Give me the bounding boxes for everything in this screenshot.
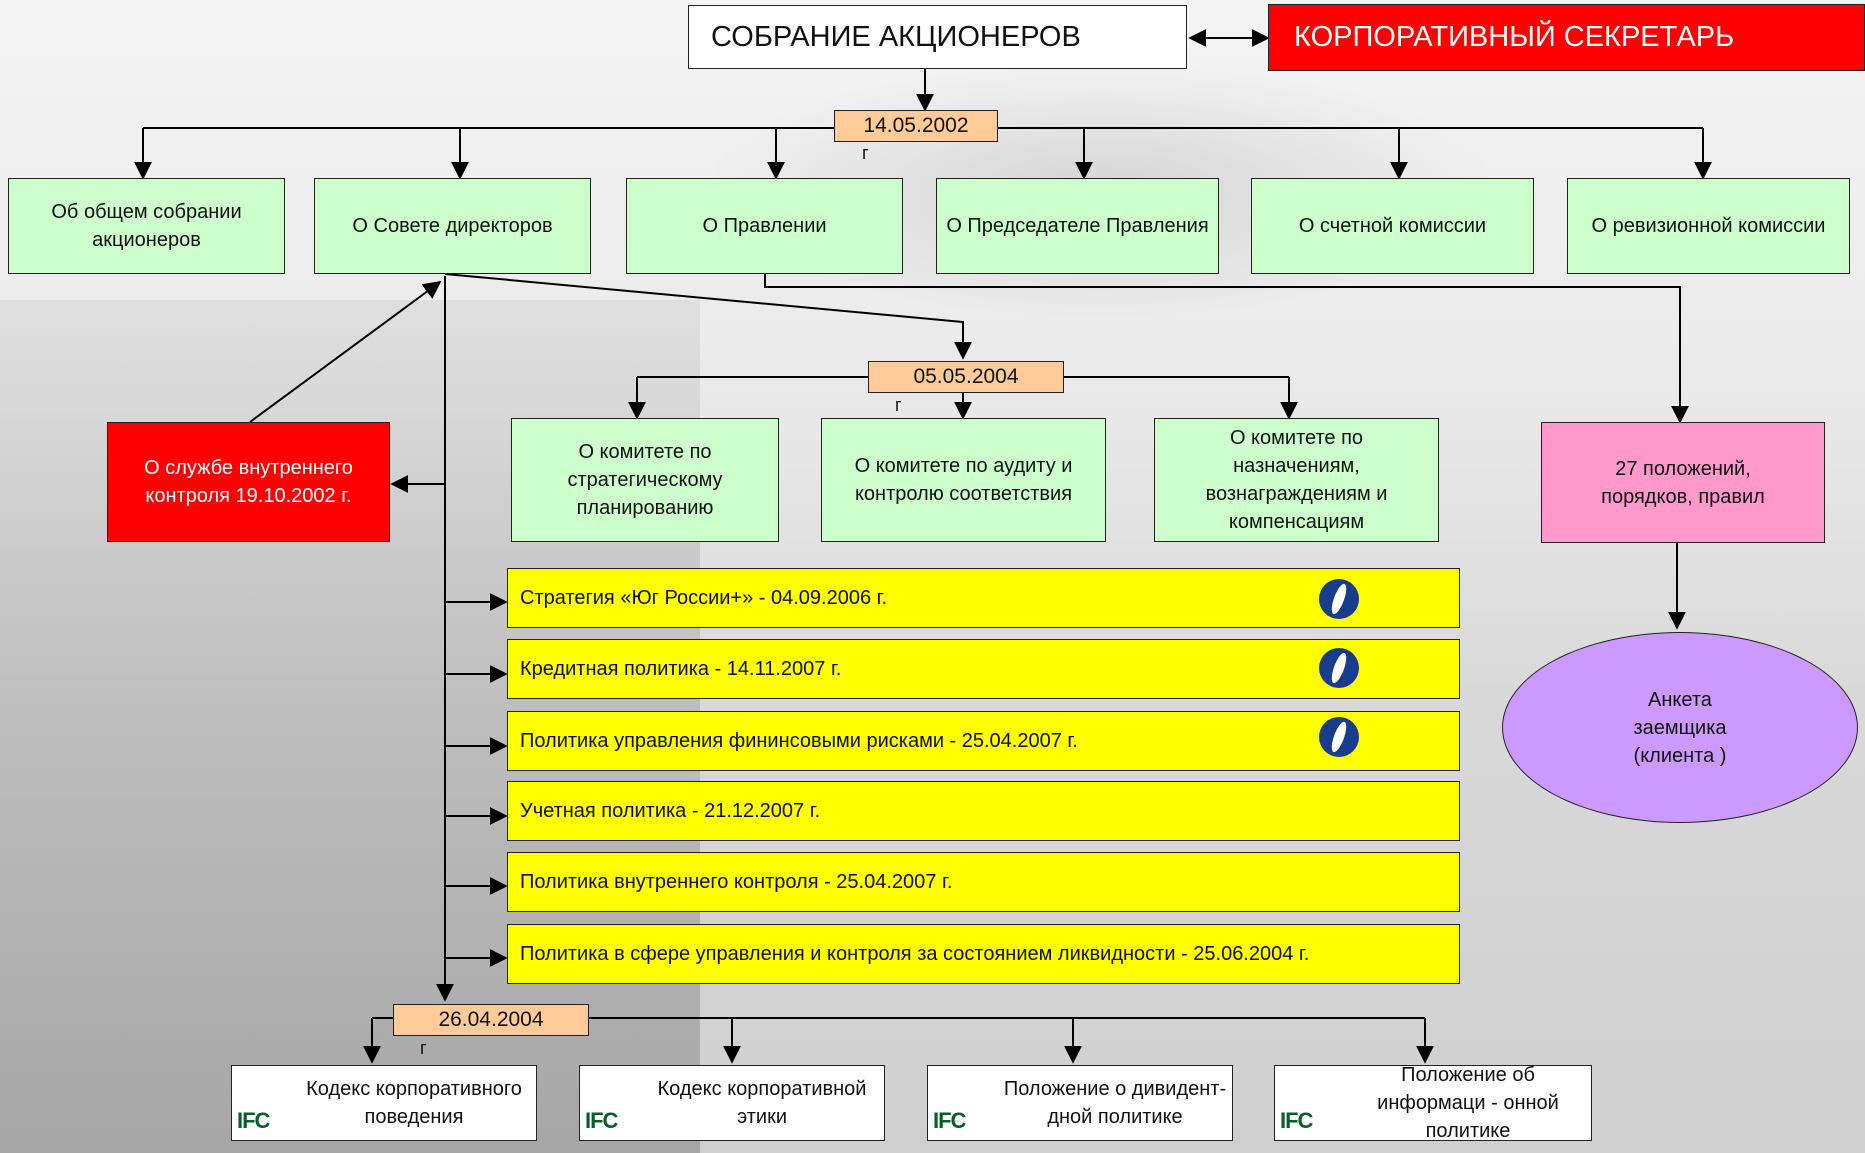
date-suffix: г bbox=[420, 1038, 427, 1058]
regulation-chairman: О Председателе Правления bbox=[936, 178, 1219, 274]
ebrd-logo-icon bbox=[1319, 648, 1359, 688]
date-label-2002: 14.05.2002 bbox=[834, 110, 998, 142]
regulation-dividend-policy: Положение о дивидент-дной политике bbox=[927, 1065, 1233, 1141]
policy-strategy: Стратегия «Юг России+» - 04.09.2006 г. bbox=[507, 568, 1460, 628]
ifc-logo-icon: IFC bbox=[237, 1108, 270, 1133]
date-label-2004-committees: 05.05.2004 bbox=[868, 361, 1064, 393]
corporate-secretary-box: КОРПОРАТИВНЫЙ СЕКРЕТАРЬ bbox=[1268, 4, 1865, 71]
shareholders-meeting-box: СОБРАНИЕ АКЦИОНЕРОВ bbox=[688, 5, 1187, 69]
regulation-shareholders-meeting: Об общем собрании акционеров bbox=[8, 178, 285, 274]
committee-audit: О комитете по аудиту и контролю соответс… bbox=[821, 418, 1106, 542]
borrower-questionnaire-ellipse: Анкета заемщика (клиента ) bbox=[1502, 632, 1858, 823]
policy-credit: Кредитная политика - 14.11.2007 г. bbox=[507, 639, 1460, 699]
committee-strategic-planning: О комитете по стратегическому планирован… bbox=[511, 418, 779, 542]
code-corporate-conduct: Кодекс корпоративного поведения bbox=[231, 1065, 537, 1141]
policy-accounting: Учетная политика - 21.12.2007 г. bbox=[507, 781, 1460, 841]
regulation-management-board: О Правлении bbox=[626, 178, 903, 274]
internal-control-box: О службе внутреннего контроля 19.10.2002… bbox=[107, 422, 390, 542]
regulation-board-of-directors: О Совете директоров bbox=[314, 178, 591, 274]
policy-internal-control: Политика внутреннего контроля - 25.04.20… bbox=[507, 852, 1460, 912]
ebrd-logo-icon bbox=[1319, 579, 1359, 619]
committee-nominations: О комитете по назначениям, вознаграждени… bbox=[1154, 418, 1439, 542]
ifc-logo-icon: IFC bbox=[933, 1108, 966, 1133]
regulation-information-policy: Положение об информаци - онной политике bbox=[1274, 1064, 1592, 1142]
date-suffix: г bbox=[895, 395, 902, 415]
policy-liquidity: Политика в сфере управления и контроля з… bbox=[507, 924, 1460, 984]
regulation-audit-commission: О ревизионной комиссии bbox=[1567, 178, 1850, 274]
code-corporate-ethics: Кодекс корпоративной этики bbox=[579, 1065, 885, 1141]
regulation-counting-commission: О счетной комиссии bbox=[1251, 178, 1534, 274]
policy-financial-risk: Политика управления фининсовыми рисками … bbox=[507, 711, 1460, 771]
provisions-box: 27 положений, порядков, правил bbox=[1541, 422, 1825, 543]
ebrd-logo-icon bbox=[1319, 717, 1359, 757]
ifc-logo-icon: IFC bbox=[585, 1108, 618, 1133]
ifc-logo-icon: IFC bbox=[1280, 1108, 1313, 1133]
date-suffix: г bbox=[862, 143, 869, 163]
date-label-2004-codes: 26.04.2004 bbox=[393, 1004, 589, 1036]
